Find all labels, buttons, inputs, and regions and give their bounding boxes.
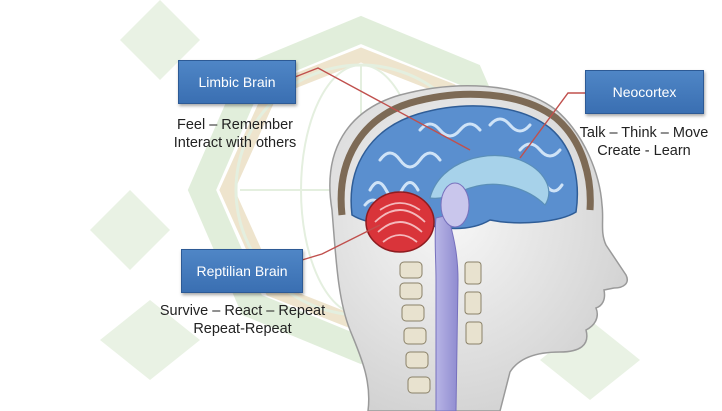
limbic-brain-label-text: Limbic Brain — [198, 74, 275, 90]
pons — [441, 183, 469, 227]
limbic-line-1: Feel – Remember — [160, 116, 310, 134]
reptilian-brain-label-text: Reptilian Brain — [196, 263, 287, 279]
neocortex-line-1: Talk – Think – Move — [570, 124, 718, 142]
limbic-description: Feel – Remember Interact with others — [160, 116, 310, 152]
reptilian-line-2: Repeat-Repeat — [145, 320, 340, 338]
neocortex-description: Talk – Think – Move Create - Learn — [570, 124, 718, 160]
neocortex-line-2: Create - Learn — [570, 142, 718, 160]
neocortex-label-text: Neocortex — [613, 84, 677, 100]
reptilian-brain-label: Reptilian Brain — [181, 249, 303, 293]
reptilian-description: Survive – React – Repeat Repeat-Repeat — [145, 302, 340, 338]
limbic-line-2: Interact with others — [160, 134, 310, 152]
brainstem — [435, 215, 458, 411]
limbic-brain-label: Limbic Brain — [178, 60, 296, 104]
neocortex-label: Neocortex — [585, 70, 704, 114]
reptilian-line-1: Survive – React – Repeat — [145, 302, 340, 320]
